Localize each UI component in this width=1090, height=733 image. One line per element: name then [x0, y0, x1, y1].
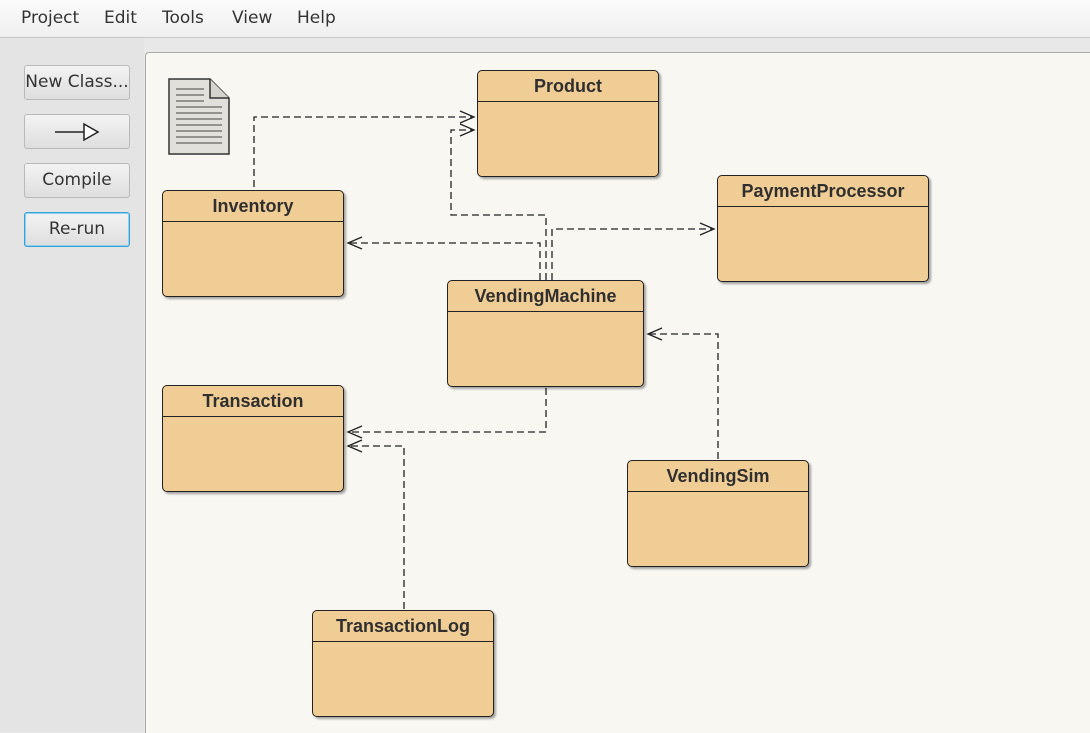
menu-edit[interactable]: Edit — [104, 8, 137, 28]
menu-project[interactable]: Project — [21, 8, 80, 28]
class-vendingsim-name: VendingSim — [628, 461, 808, 492]
class-transaction-name: Transaction — [163, 386, 343, 417]
left-toolbar: New Class... Compile Re-run — [0, 38, 144, 732]
compile-button[interactable]: Compile — [24, 163, 130, 198]
class-paymentprocessor-name: PaymentProcessor — [718, 176, 928, 207]
inheritance-arrow-icon — [55, 122, 100, 142]
class-inventory[interactable]: Inventory — [162, 190, 344, 297]
menu-tools[interactable]: Tools — [162, 8, 204, 28]
class-vendingsim[interactable]: VendingSim — [627, 460, 809, 567]
add-inheritance-arrow-button[interactable] — [24, 114, 130, 149]
menu-help[interactable]: Help — [297, 8, 336, 28]
arrow-vendingmachine-to-inventory — [350, 242, 541, 280]
class-transactionlog[interactable]: TransactionLog — [312, 610, 494, 717]
arrow-vendingmachine-to-transaction — [350, 388, 547, 433]
class-paymentprocessor[interactable]: PaymentProcessor — [717, 175, 929, 282]
rerun-button[interactable]: Re-run — [24, 212, 130, 247]
class-product-name: Product — [478, 71, 658, 102]
menu-view[interactable]: View — [232, 8, 273, 28]
class-vendingmachine[interactable]: VendingMachine — [447, 280, 644, 387]
arrow-vendingmachine-to-product — [450, 129, 547, 280]
arrow-transactionlog-to-transaction — [350, 445, 405, 609]
class-product[interactable]: Product — [477, 70, 659, 177]
class-transaction[interactable]: Transaction — [162, 385, 344, 492]
arrow-inventory-to-product — [253, 116, 472, 187]
arrow-vendingsim-to-vendingmachine — [650, 333, 719, 459]
readme-document-icon[interactable] — [166, 77, 232, 157]
class-vendingmachine-name: VendingMachine — [448, 281, 643, 312]
menu-bar: Project Edit Tools View Help — [0, 0, 1090, 38]
new-class-button[interactable]: New Class... — [24, 65, 130, 100]
class-transactionlog-name: TransactionLog — [313, 611, 493, 642]
arrow-vendingmachine-to-paymentprocessor — [551, 228, 712, 280]
class-inventory-name: Inventory — [163, 191, 343, 222]
